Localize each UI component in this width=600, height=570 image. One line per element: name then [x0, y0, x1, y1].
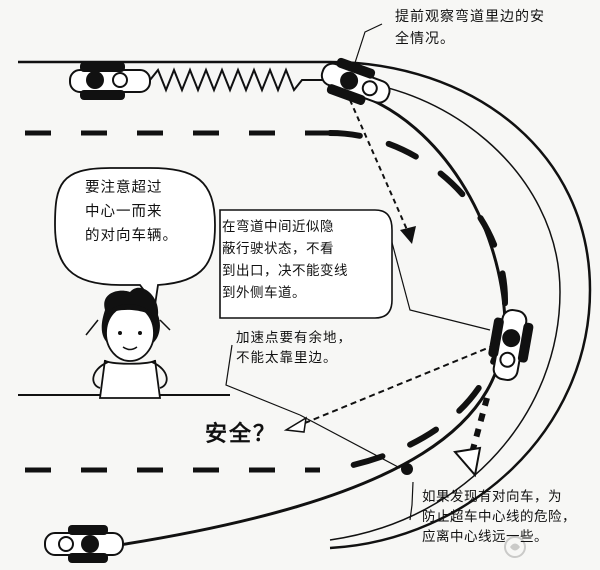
- spring-link: [149, 67, 330, 93]
- center-dashes-curve: [327, 130, 509, 473]
- callout-top-pointer: [351, 23, 383, 73]
- inner-lane-edge: [329, 79, 561, 541]
- callout-accel-pointer: [225, 344, 301, 416]
- look-line-middle: [299, 344, 496, 426]
- accel-point: [401, 463, 413, 475]
- bubble-annotation: 要注意超过 中心一而来 的对向车辆。: [85, 180, 178, 244]
- cartoon-person: [85, 287, 171, 399]
- road-outer-edge: [18, 60, 592, 550]
- accel-pointer: [299, 414, 401, 469]
- bottom-right-annotation: 如果发现有对向车，为 防止超车中心线的危险， 应离中心线远一些。: [422, 489, 576, 545]
- outer-arrow: [453, 446, 482, 478]
- motorcycle-middle-right: [488, 309, 534, 381]
- look-arrow-top: [400, 226, 416, 244]
- middle-box-annotation: 在弯道中间近似隐 蔽行驶状态，不看 到出口，决不能变线 到外侧车道。: [222, 219, 348, 301]
- safe-question: 安全？: [205, 422, 278, 447]
- watermark-logo: [504, 536, 526, 558]
- look-arrow-middle: [283, 416, 307, 433]
- top-right-annotation: 提前观察弯道里边的安 全情况。: [395, 9, 545, 47]
- callout-bottom-pointer: [409, 481, 414, 521]
- middle-box: [219, 209, 393, 319]
- look-line-top: [349, 99, 409, 233]
- motorcycle-top-right: [320, 57, 391, 105]
- motorcycle-top-left: [69, 62, 151, 100]
- motorcycle-bottom-left: [44, 525, 124, 563]
- callout-middle-box-pointer: [389, 234, 491, 331]
- acceleration-annotation: 加速点要有余地， 不能太靠里边。: [236, 330, 352, 366]
